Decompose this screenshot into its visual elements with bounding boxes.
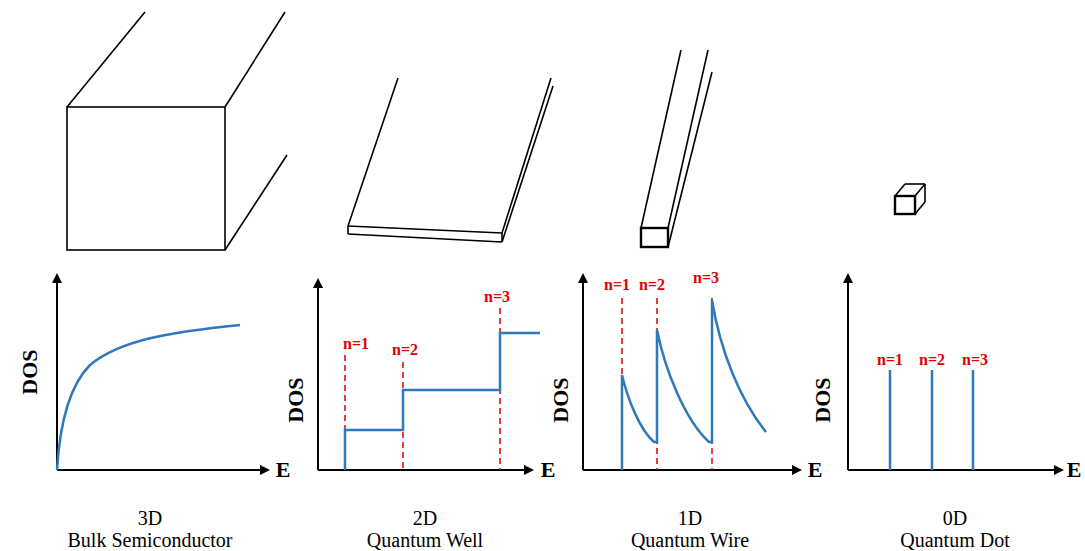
- level-label: n=3: [483, 289, 511, 305]
- axis-label: DOS: [19, 349, 41, 394]
- level-label: n=1: [876, 352, 904, 368]
- caption-label: Quantum Dot: [900, 530, 1009, 550]
- level-label: n=2: [918, 352, 946, 368]
- axis-label: E: [276, 459, 291, 481]
- axis-label: DOS: [285, 377, 307, 422]
- dimension-label: 3D: [138, 508, 162, 528]
- level-label: n=3: [692, 270, 720, 286]
- caption-label: Quantum Wire: [631, 530, 749, 550]
- caption-label: Bulk Semiconductor: [68, 530, 233, 550]
- axis-label: E: [808, 459, 823, 481]
- dimension-label: 0D: [943, 508, 967, 528]
- level-label: n=2: [391, 342, 419, 358]
- axis-label: DOS: [550, 377, 572, 422]
- level-label: n=1: [342, 336, 370, 352]
- axis-label: E: [541, 459, 556, 481]
- caption-label: Quantum Well: [367, 530, 483, 550]
- dimension-label: 1D: [678, 508, 702, 528]
- level-label: n=3: [961, 352, 989, 368]
- axis-label: E: [1067, 459, 1082, 481]
- level-label: n=2: [638, 277, 666, 293]
- axis-label: DOS: [812, 377, 834, 422]
- dimension-label: 2D: [413, 508, 437, 528]
- level-label: n=1: [603, 277, 631, 293]
